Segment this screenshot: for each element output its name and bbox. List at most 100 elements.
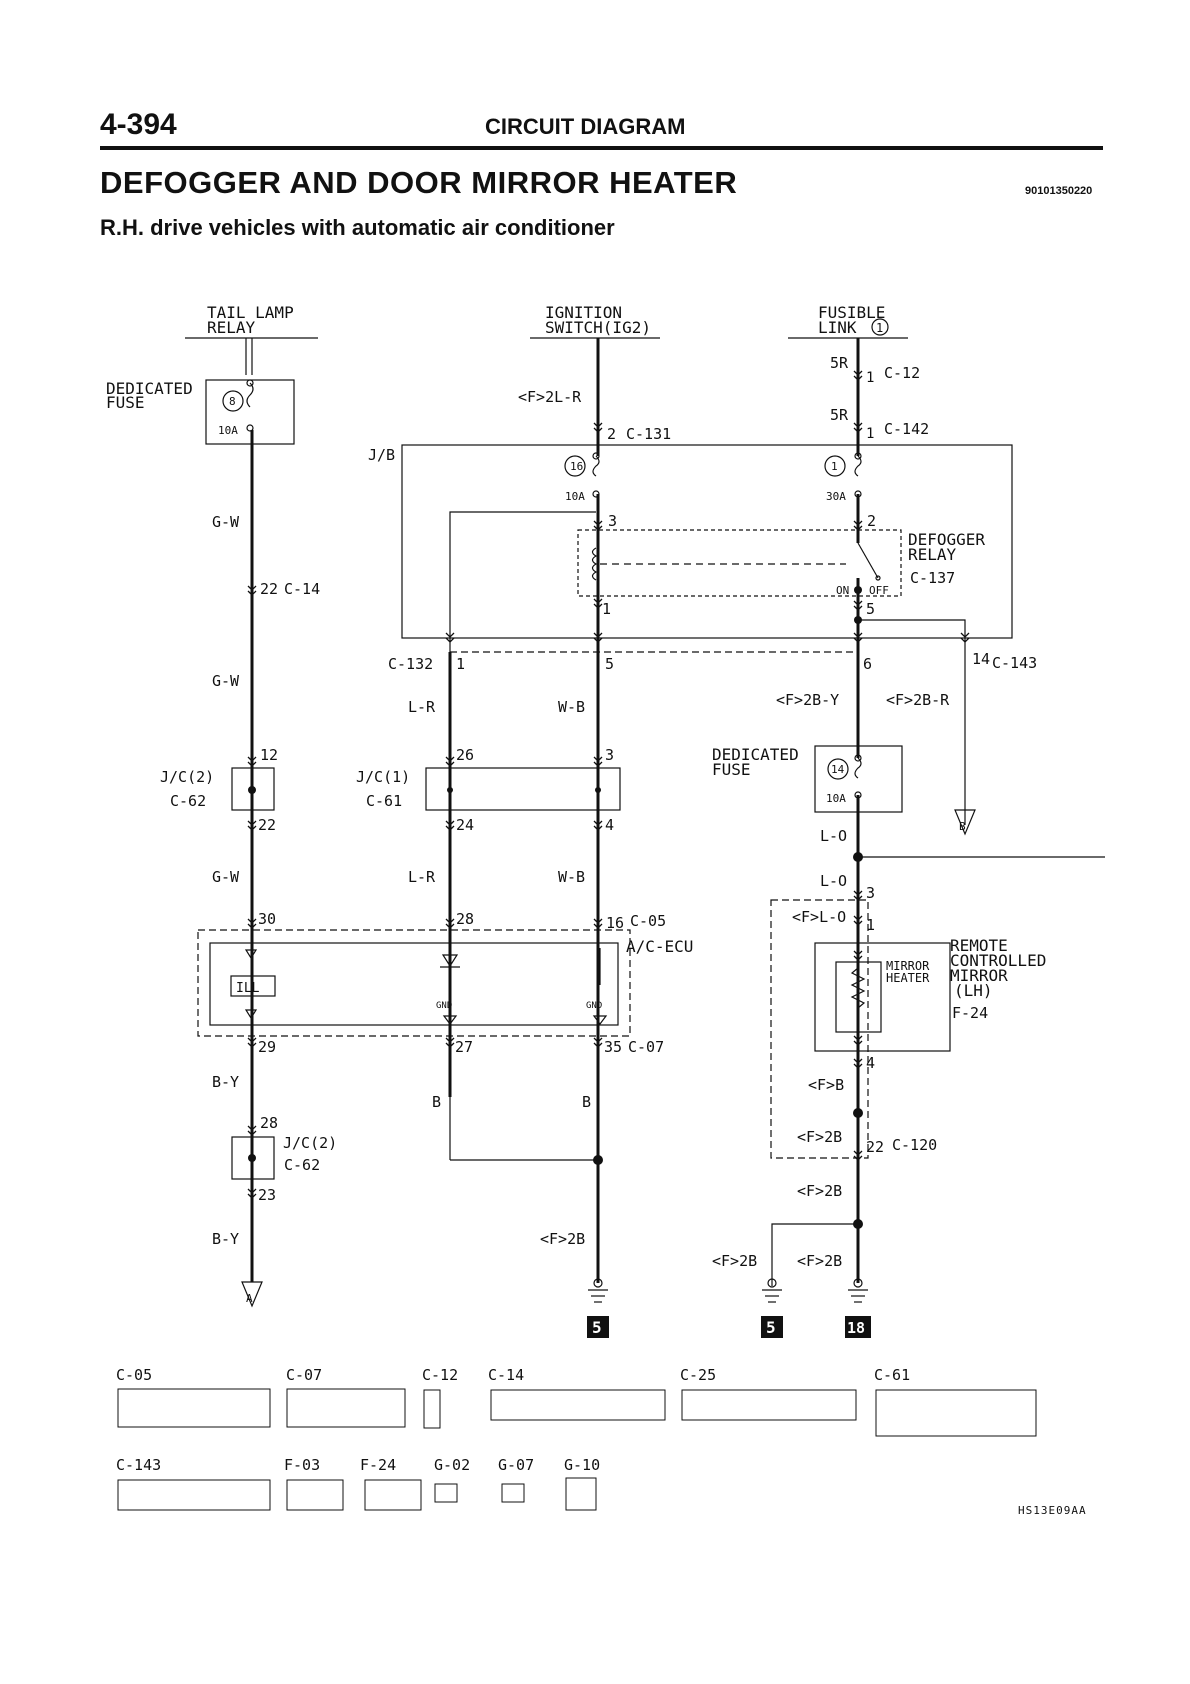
pin-24-jc1: 24 (456, 816, 474, 834)
fuse-number-14: 14 (831, 763, 845, 776)
mirror-heater-label-1: MIRROR (886, 959, 930, 973)
wire-gw-3: G-W (212, 868, 240, 886)
pin-26-jc1: 26 (456, 746, 474, 764)
fuse-number-16: 16 (570, 460, 583, 473)
ill-label: ILL (236, 981, 260, 996)
ground-number-3: 18 (847, 1319, 865, 1337)
wire-f2b-2: <F>2B (797, 1128, 842, 1146)
figure-code: HS13E09AA (1018, 1504, 1087, 1517)
diagram-title: DEFOGGER AND DOOR MIRROR HEATER (100, 165, 738, 200)
page-number: 4-394 (100, 108, 177, 141)
ignition-switch-label: IGNITION (545, 303, 622, 322)
wire-5r-1: 5R (830, 354, 849, 372)
ac-ecu-label: A/C-ECU (626, 937, 693, 956)
legend-g07: G-07 (498, 1456, 534, 1474)
connector-c07: C-07 (628, 1038, 664, 1056)
wire-f2br: <F>2B-R (886, 691, 950, 709)
pin-22-c120: 22 (866, 1138, 884, 1156)
wire-f2b-5: <F>2B (797, 1252, 842, 1270)
wire-lo-2: L-O (820, 872, 847, 890)
pin-22-c14: 22 (260, 580, 278, 598)
pin-30-ecu: 30 (258, 910, 276, 928)
wire-gw-1: G-W (212, 513, 240, 531)
dedicated-fuse-label-right-2: FUSE (712, 760, 751, 779)
fuse-rating-10a: 10A (218, 424, 238, 437)
legend-c12: C-12 (422, 1366, 458, 1384)
fusible-link-label-2: LINK (818, 318, 857, 337)
fuse-rating-10a-mirror: 10A (826, 792, 846, 805)
jb-label: J/B (368, 446, 395, 464)
dedicated-fuse-label-right: DEDICATED (712, 745, 799, 764)
remote-mirror-label-2: CONTROLLED (950, 951, 1046, 970)
connector-c131: C-131 (626, 425, 671, 443)
connector-c143: C-143 (992, 654, 1037, 672)
connector-c62-lower: C-62 (284, 1156, 320, 1174)
pin-4-mirror: 4 (866, 1054, 875, 1072)
wire-f2b-3: <F>2B (797, 1182, 842, 1200)
legend-f03: F-03 (284, 1456, 320, 1474)
pin-5-c132: 5 (605, 655, 614, 673)
pin-1-c132: 1 (456, 655, 465, 673)
wire-by-1: B-Y (212, 1073, 239, 1091)
dedicated-fuse-label: DEDICATED (106, 379, 193, 398)
connector-c14: C-14 (284, 580, 320, 598)
wire-lr-2: L-R (408, 868, 436, 886)
wire-fb: <F>B (808, 1076, 844, 1094)
pin-1-mirror: 1 (866, 916, 875, 934)
off-page-b: B (959, 820, 966, 833)
tail-lamp-relay-label-2: RELAY (207, 318, 256, 337)
connector-c137: C-137 (910, 569, 955, 587)
off-page-a: A (246, 1292, 253, 1305)
pin-28-ecu: 28 (456, 910, 474, 928)
connector-c62: C-62 (170, 792, 206, 810)
legend-c05: C-05 (116, 1366, 152, 1384)
wire-gw-2: G-W (212, 672, 240, 690)
legend-c143: C-143 (116, 1456, 161, 1474)
jc2-label-lower: J/C(2) (283, 1134, 337, 1152)
remote-mirror-label-3: MIRROR (950, 966, 1008, 985)
fuse-rating-30a: 30A (826, 490, 846, 503)
wire-f2b-4: <F>2B (712, 1252, 757, 1270)
pin-3-mirror: 3 (866, 884, 875, 902)
pin-14-c143: 14 (972, 650, 990, 668)
gnd-label-1: GND (436, 1001, 452, 1011)
pin-4-jc1: 4 (605, 816, 614, 834)
remote-mirror-label-4: (LH) (954, 981, 993, 1000)
jc1-label: J/C(1) (356, 768, 410, 786)
wire-by-2: B-Y (212, 1230, 239, 1248)
connector-c61: C-61 (366, 792, 402, 810)
fusible-link-label: FUSIBLE (818, 303, 885, 322)
wire-lo-1: L-O (820, 827, 847, 845)
wire-f2b-1: <F>2B (540, 1230, 585, 1248)
connector-c142: C-142 (884, 420, 929, 438)
pin-27-ecu: 27 (455, 1038, 473, 1056)
fuse-number-1: 1 (831, 460, 838, 473)
pin-1-c142: 1 (866, 426, 874, 442)
pin-3-jc1: 3 (605, 746, 614, 764)
pin-28-jc2: 28 (260, 1114, 278, 1132)
pin-22-jc2: 22 (258, 816, 276, 834)
legend-c25: C-25 (680, 1366, 716, 1384)
wire-flo: <F>L-O (792, 908, 846, 926)
wire-f2by: <F>2B-Y (776, 691, 839, 709)
fuse-number-8: 8 (229, 395, 236, 408)
pin-35-c07: 35 (604, 1038, 622, 1056)
pin-6-c132: 6 (863, 655, 872, 673)
connector-c132: C-132 (388, 655, 433, 673)
defogger-relay-label: DEFOGGER (908, 530, 985, 549)
wire-b-1: B (432, 1093, 441, 1111)
pin-23-jc2: 23 (258, 1186, 276, 1204)
section-heading: CIRCUIT DIAGRAM (485, 114, 686, 139)
remote-mirror-label-1: REMOTE (950, 936, 1008, 955)
wire-f2lr: <F>2L-R (518, 388, 582, 406)
fusible-link-number: 1 (876, 321, 883, 335)
pin-16-c05: 16 (606, 914, 624, 932)
pin-2-relay: 2 (867, 512, 876, 530)
defogger-relay-label-2: RELAY (908, 545, 957, 564)
pin-2-c131: 2 (607, 425, 616, 443)
ground-number-1: 5 (592, 1318, 602, 1337)
gnd-label-2: GND (586, 1001, 602, 1011)
dedicated-fuse-label-2: FUSE (106, 393, 145, 412)
connector-f24: F-24 (952, 1004, 988, 1022)
